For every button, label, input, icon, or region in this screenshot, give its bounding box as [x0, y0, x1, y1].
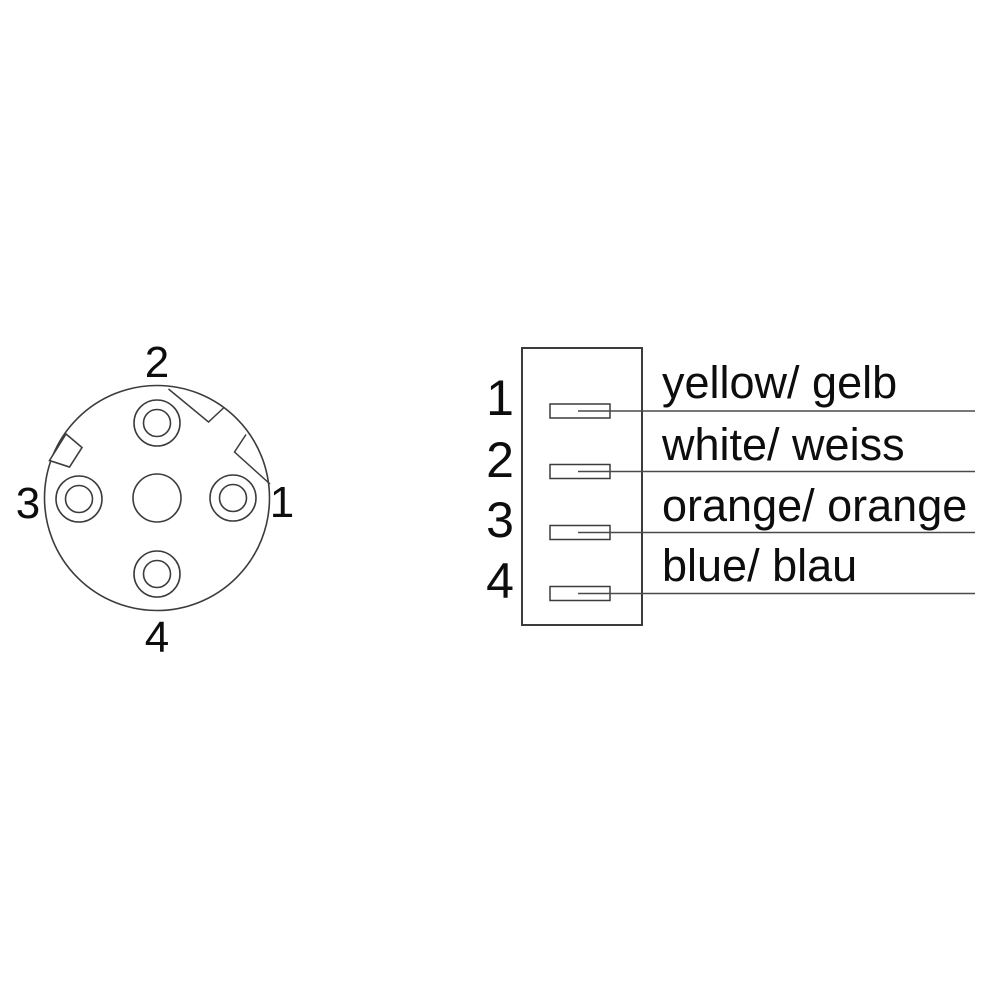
pin-2-inner-ring [142, 408, 172, 438]
pin-socket-2 [133, 399, 181, 447]
terminal-block-outline [521, 347, 643, 626]
keying-notch-left-icon [48, 432, 84, 468]
wire-color-label-3: orange/ orange [662, 480, 967, 531]
wire-color-label-1: yellow/ gelb [662, 357, 897, 408]
wiring-row-3: 3 orange/ orange [486, 480, 975, 548]
row-4-pin-number: 4 [486, 553, 514, 609]
wiring-table: 1 yellow/ gelb 2 white/ weiss 3 orange/ … [486, 347, 975, 626]
row-1-pin-number: 1 [486, 370, 514, 426]
wiring-row-4: 4 blue/ blau [486, 540, 975, 609]
center-hole [132, 473, 182, 523]
wire-color-label-4: blue/ blau [662, 540, 857, 591]
pin-4-inner-ring [142, 559, 172, 589]
face-pin-label-right: 1 [270, 478, 294, 527]
pin-socket-4 [133, 550, 181, 598]
pin-1-inner-ring [218, 483, 248, 513]
wiring-row-1: 1 yellow/ gelb [486, 357, 975, 426]
pin-socket-3 [55, 475, 103, 523]
keying-notch-right-icon [233, 434, 271, 485]
face-pin-label-top: 2 [145, 338, 169, 387]
row-3-pin-number: 3 [486, 492, 514, 548]
pin-socket-1 [209, 474, 257, 522]
wire-color-label-2: white/ weiss [661, 419, 905, 470]
wiring-row-2: 2 white/ weiss [486, 419, 975, 488]
pin-3-inner-ring [64, 484, 94, 514]
face-pin-label-bottom: 4 [145, 613, 169, 662]
row-2-pin-number: 2 [486, 432, 514, 488]
face-pin-label-left: 3 [16, 479, 40, 528]
connector-face-view: 2 1 4 3 [16, 338, 294, 662]
keying-notch-top-icon [168, 388, 225, 423]
